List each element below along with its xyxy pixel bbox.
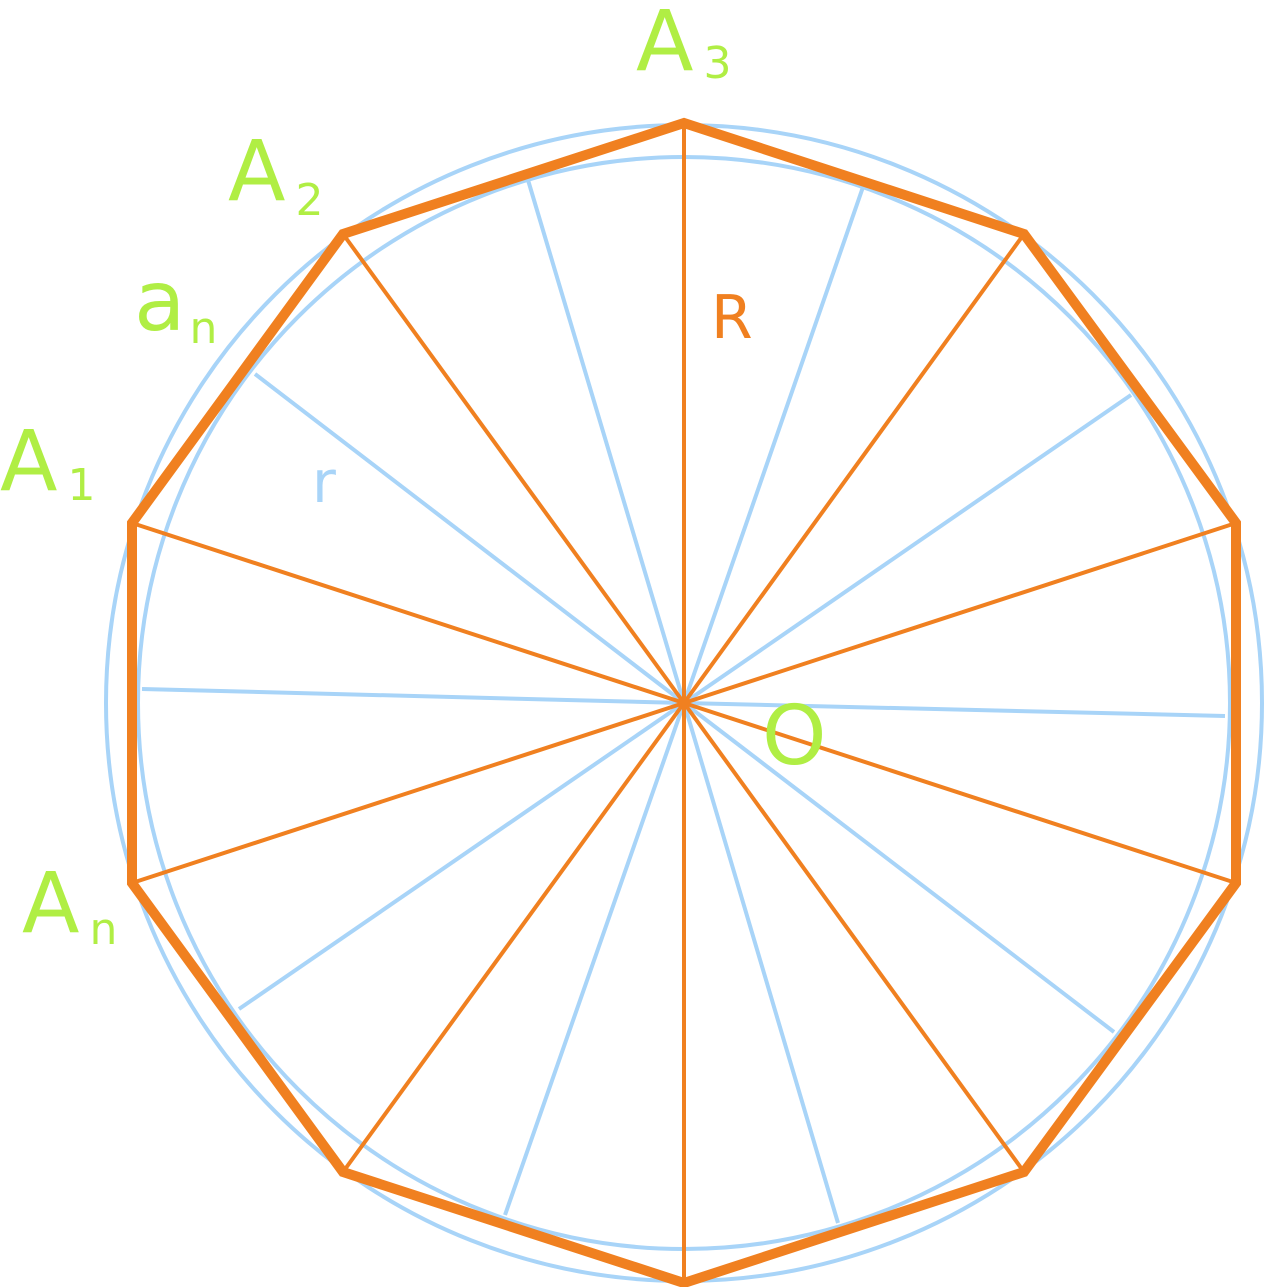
- radius-line: [341, 232, 686, 705]
- side-label-an-main: a: [134, 252, 185, 350]
- apothem-line: [526, 179, 686, 704]
- apothem-lines: [141, 179, 1226, 1224]
- vertex-label-a1-sub: 1: [67, 460, 95, 511]
- apothem-line: [682, 186, 865, 704]
- apothem-line: [141, 687, 685, 705]
- apothem-line: [237, 701, 686, 1011]
- apothem-line: [503, 702, 686, 1216]
- apothem-line: [682, 393, 1133, 705]
- radius-lines: [131, 123, 1237, 1283]
- apothem-label: r: [312, 448, 336, 516]
- apothem-line: [683, 701, 1226, 718]
- radius-line: [682, 701, 1026, 1174]
- radius-line: [683, 701, 1237, 885]
- vertex-label-a3-sub: 3: [703, 38, 731, 89]
- center-point: [679, 698, 689, 708]
- radius-line: [683, 521, 1237, 705]
- apothem-line: [682, 701, 1116, 1034]
- radius-line: [341, 701, 686, 1174]
- vertex-label-a2-sub: 2: [295, 175, 323, 226]
- vertex-label-a1-main: A: [0, 412, 57, 510]
- side-label-an-sub: n: [189, 303, 217, 354]
- radius-line: [131, 701, 685, 885]
- vertex-label-an-main: A: [22, 854, 79, 952]
- radius-label: R: [711, 283, 753, 353]
- decagon-outline: [127, 117, 1241, 1287]
- radius-line: [131, 521, 685, 705]
- apothem-line: [682, 702, 840, 1224]
- vertex-label-a2-main: A: [228, 122, 285, 220]
- vertex-label-a3-main: A: [636, 0, 693, 90]
- apothem-line: [253, 372, 686, 705]
- vertex-label-an-sub: n: [89, 904, 117, 955]
- radius-line: [682, 232, 1026, 705]
- center-label: O: [762, 689, 827, 784]
- side-label-an: an: [134, 252, 217, 354]
